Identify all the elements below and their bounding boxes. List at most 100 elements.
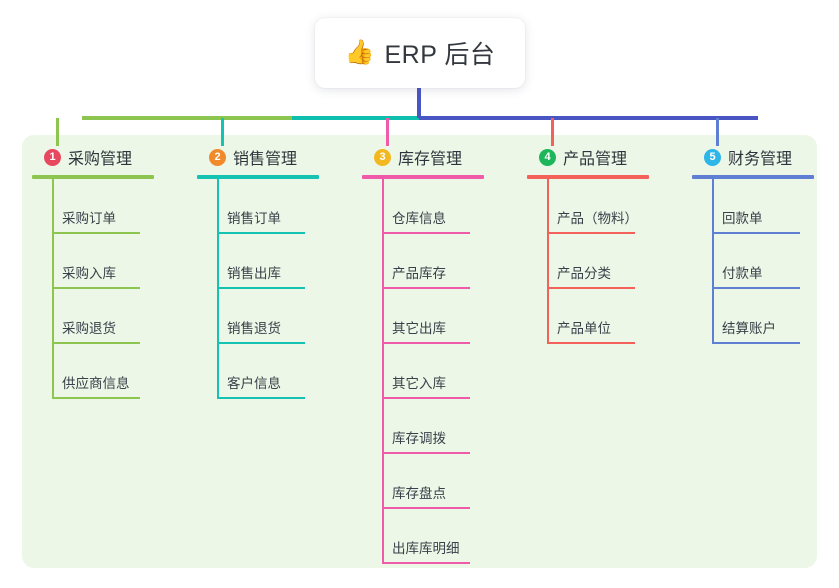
list-item[interactable]: 采购入库 [52,234,182,289]
list-item[interactable]: 出库库明细 [382,509,512,564]
list-item[interactable]: 产品分类 [547,234,677,289]
list-item-label: 产品分类 [557,266,611,281]
root-node-title: ERP 后台 [384,41,496,69]
list-item-label: 产品（物料） [557,211,638,226]
drop-line-4 [551,118,554,146]
list-item-rule [547,232,635,234]
column-spine-4 [547,179,549,344]
list-item-rule [547,287,635,289]
column-badge-1: 1 [44,148,61,166]
drop-line-5 [716,118,719,146]
list-item[interactable]: 库存调拨 [382,399,512,454]
list-item[interactable]: 产品（物料） [547,179,677,234]
column-1: 1 采购管理采购订单采购入库采购退货供应商信息 [32,146,182,399]
list-item[interactable]: 回款单 [712,179,839,234]
column-5: 5 财务管理回款单付款单结算账户 [692,146,839,344]
column-header-rule-4 [527,175,649,179]
list-item-rule [382,452,470,454]
column-header-rule-3 [362,175,484,179]
list-item[interactable]: 采购订单 [52,179,182,234]
list-item-rule [52,397,140,399]
list-item-rule [712,342,800,344]
list-item[interactable]: 客户信息 [217,344,347,399]
column-badge-5: 5 [704,148,721,166]
list-item-rule [382,342,470,344]
list-item[interactable]: 销售订单 [217,179,347,234]
list-item-rule [52,342,140,344]
list-item[interactable]: 仓库信息 [382,179,512,234]
diagram-background-panel [22,135,817,568]
list-item-rule [712,232,800,234]
list-item[interactable]: 结算账户 [712,289,839,344]
list-item[interactable]: 其它入库 [382,344,512,399]
list-item-label: 客户信息 [227,376,281,391]
list-item-label: 结算账户 [722,321,776,336]
list-item-label: 其它出库 [392,321,446,336]
list-item-rule [217,232,305,234]
column-spine-3 [382,179,384,564]
column-items-4: 产品（物料） 产品分类产品单位 [527,179,677,344]
column-header-rule-5 [692,175,814,179]
bus-blue [419,116,758,120]
list-item[interactable]: 供应商信息 [52,344,182,399]
list-item-label: 回款单 [722,211,763,226]
column-items-3: 仓库信息产品库存其它出库其它入库库存调拨库存盘点出库库明细 [362,179,512,564]
list-item-rule [217,287,305,289]
column-header-4[interactable]: 4 产品管理 [527,146,677,168]
column-spine-5 [712,179,714,344]
list-item-label: 付款单 [722,266,763,281]
list-item[interactable]: 采购退货 [52,289,182,344]
column-badge-4: 4 [539,148,556,166]
bus-green [82,116,292,120]
list-item-label: 销售订单 [227,211,281,226]
drop-line-2 [221,118,224,146]
column-header-5[interactable]: 5 财务管理 [692,146,839,168]
list-item-label: 采购订单 [62,211,116,226]
list-item[interactable]: 库存盘点 [382,454,512,509]
list-item[interactable]: 销售退货 [217,289,347,344]
list-item-label: 供应商信息 [62,376,130,391]
column-header-rule-2 [197,175,319,179]
drop-line-3 [386,118,389,146]
list-item-rule [382,287,470,289]
column-spine-1 [52,179,54,399]
column-title-2: 销售管理 [233,151,298,168]
column-title-5: 财务管理 [728,151,793,168]
drop-line-1 [56,118,59,146]
list-item[interactable]: 产品库存 [382,234,512,289]
column-4: 4 产品管理产品（物料） 产品分类产品单位 [527,146,677,344]
column-title-1: 采购管理 [68,151,133,168]
list-item-rule [547,342,635,344]
thumbs-up-icon: 👍 [344,39,375,66]
column-spine-2 [217,179,219,399]
root-node-card[interactable]: 👍 ERP 后台 [315,18,525,88]
column-badge-3: 3 [374,148,391,166]
list-item-rule [217,397,305,399]
list-item[interactable]: 付款单 [712,234,839,289]
list-item[interactable]: 产品单位 [547,289,677,344]
list-item-label: 仓库信息 [392,211,446,226]
column-items-1: 采购订单采购入库采购退货供应商信息 [32,179,182,399]
list-item-rule [52,287,140,289]
column-title-4: 产品管理 [563,151,628,168]
list-item-label: 出库库明细 [392,541,460,556]
list-item-rule [382,562,470,564]
list-item[interactable]: 销售出库 [217,234,347,289]
list-item-rule [217,342,305,344]
list-item-label: 采购退货 [62,321,116,336]
list-item-label: 产品库存 [392,266,446,281]
column-header-1[interactable]: 1 采购管理 [32,146,182,168]
column-items-5: 回款单付款单结算账户 [692,179,839,344]
list-item-rule [382,397,470,399]
list-item-rule [382,232,470,234]
column-header-rule-1 [32,175,154,179]
column-items-2: 销售订单销售出库销售退货客户信息 [197,179,347,399]
root-node-content: 👍 ERP 后台 [345,35,496,71]
list-item[interactable]: 其它出库 [382,289,512,344]
list-item-label: 库存调拨 [392,431,446,446]
list-item-label: 销售退货 [227,321,281,336]
